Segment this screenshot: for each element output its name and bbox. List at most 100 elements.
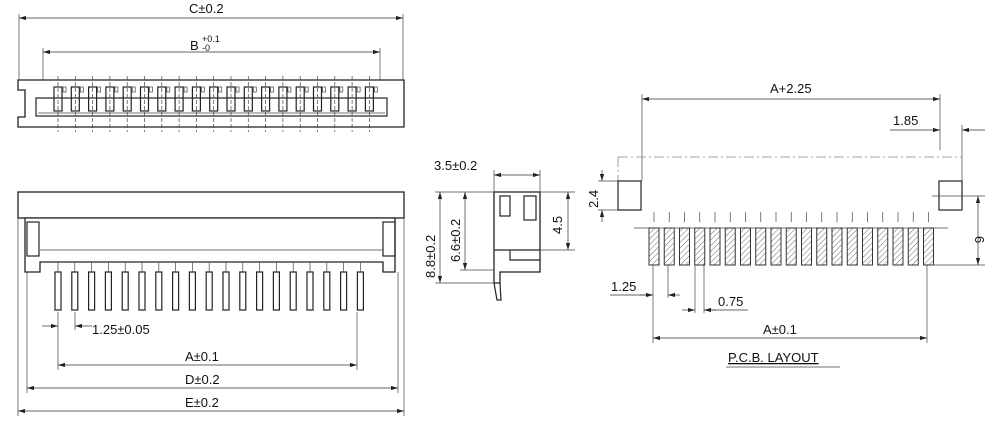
- front-pin: [272, 271, 280, 311]
- top-contact: [191, 86, 201, 112]
- pcb-pad: [663, 227, 675, 266]
- top-slot: [35, 97, 388, 117]
- pcb-pad: [785, 227, 797, 266]
- pcb-pad: [740, 227, 751, 266]
- pcb-layout-title: P.C.B. LAYOUT: [728, 350, 819, 365]
- pcb-pad: [770, 227, 782, 266]
- top-contact-latch: [374, 86, 378, 93]
- top-contact-latch: [114, 86, 119, 93]
- dim-width-label: 3.5±0.2: [434, 158, 477, 173]
- top-contact-latch: [304, 86, 309, 93]
- top-contact-latch: [339, 86, 344, 93]
- top-contact: [261, 86, 271, 112]
- front-pin: [188, 271, 196, 311]
- dim-c-label: C±0.2: [189, 1, 224, 16]
- dim-66-label: 6.6±0.2: [448, 219, 463, 262]
- top-contact: [278, 86, 288, 112]
- front-pin: [138, 271, 146, 311]
- pcb-pad: [694, 227, 706, 266]
- top-contact: [226, 86, 236, 112]
- dim-185-label: 1.85: [893, 113, 918, 128]
- dim-e-label: E±0.2: [185, 395, 219, 410]
- top-contact: [243, 86, 253, 112]
- dim-a-label: A±0.1: [185, 349, 219, 364]
- top-contact-latch: [235, 86, 240, 93]
- top-contact: [174, 86, 184, 112]
- right-ear: [382, 221, 396, 257]
- front-pin: [104, 271, 113, 311]
- top-contact: [53, 86, 63, 112]
- top-contact: [139, 86, 150, 112]
- top-contact-latch: [166, 86, 171, 93]
- dim-pad-label: 0.75: [718, 294, 743, 309]
- top-contact-latch: [62, 86, 67, 93]
- front-pin: [256, 271, 264, 311]
- front-pin: [306, 271, 314, 311]
- top-contact-latch: [131, 86, 136, 93]
- top-contact: [364, 86, 374, 112]
- dim-b-lower-tol: -0: [202, 43, 210, 53]
- pcb-pad: [862, 227, 873, 266]
- top-contact: [330, 86, 340, 112]
- dim-45-label: 4.5: [550, 216, 565, 234]
- top-contact-latch: [356, 86, 361, 93]
- left-mount-pad: [617, 180, 642, 211]
- dim-a-plus-label: A+2.25: [770, 81, 812, 96]
- top-contact: [105, 86, 115, 112]
- pcb-pad: [648, 227, 660, 266]
- dim-24-label: 2.4: [586, 190, 601, 208]
- front-pin: [239, 271, 247, 311]
- front-pin: [155, 271, 163, 311]
- top-contact: [295, 86, 305, 112]
- top-contact: [312, 86, 323, 112]
- side-housing: [493, 191, 541, 284]
- pcb-pad: [877, 227, 889, 266]
- dim-pitch-label: 1.25±0.05: [92, 322, 150, 337]
- top-contact: [209, 86, 219, 112]
- pcb-pad: [724, 227, 736, 266]
- pcb-pad: [709, 227, 721, 266]
- top-contact-latch: [287, 86, 292, 93]
- top-contact: [347, 86, 357, 112]
- front-pin: [87, 271, 96, 311]
- top-contact-latch: [149, 86, 153, 93]
- top-contact-latch: [201, 86, 205, 93]
- front-pin: [121, 271, 129, 311]
- top-contact: [157, 86, 167, 112]
- top-contact-latch: [183, 86, 188, 93]
- dim-d-label: D±0.2: [185, 372, 220, 387]
- pcb-layout: A+2.25 1.85 2.4 6 1.25 0.75 A±0.1: [586, 81, 987, 368]
- front-pin: [71, 271, 79, 311]
- right-mount-pad: [938, 180, 963, 211]
- top-view: C±0.2 B +0.1 -0: [17, 1, 405, 132]
- front-pin: [340, 271, 348, 311]
- top-contact-latch: [79, 86, 84, 93]
- pcb-pad: [907, 227, 919, 266]
- front-pin: [205, 271, 213, 311]
- top-contact-latch: [218, 86, 223, 93]
- pcb-pad: [816, 227, 828, 266]
- top-contact-latch: [97, 86, 101, 93]
- left-ear: [26, 221, 40, 257]
- dim-6-label: 6: [972, 236, 987, 243]
- front-pin: [356, 271, 364, 311]
- pcb-pad: [831, 227, 843, 266]
- front-housing-base: [24, 217, 396, 273]
- dim-b-label: B: [190, 38, 199, 53]
- front-housing-top: [17, 191, 405, 219]
- top-contact: [87, 86, 98, 112]
- pcb-pad: [846, 227, 858, 266]
- pcb-pad: [801, 227, 812, 266]
- front-pin: [172, 271, 180, 311]
- front-pin: [222, 271, 230, 311]
- front-pin: [323, 271, 331, 311]
- dim-88-label: 8.8±0.2: [423, 235, 438, 278]
- front-pin: [54, 271, 62, 311]
- top-contact-latch: [322, 86, 326, 93]
- side-view: 3.5±0.2 4.5 8.8±0.2 6.6±0.2: [423, 158, 575, 301]
- dim-pitch-label: 1.25: [611, 279, 636, 294]
- front-pin: [289, 271, 297, 311]
- pcb-pad: [679, 227, 690, 266]
- dim-a-label: A±0.1: [763, 322, 797, 337]
